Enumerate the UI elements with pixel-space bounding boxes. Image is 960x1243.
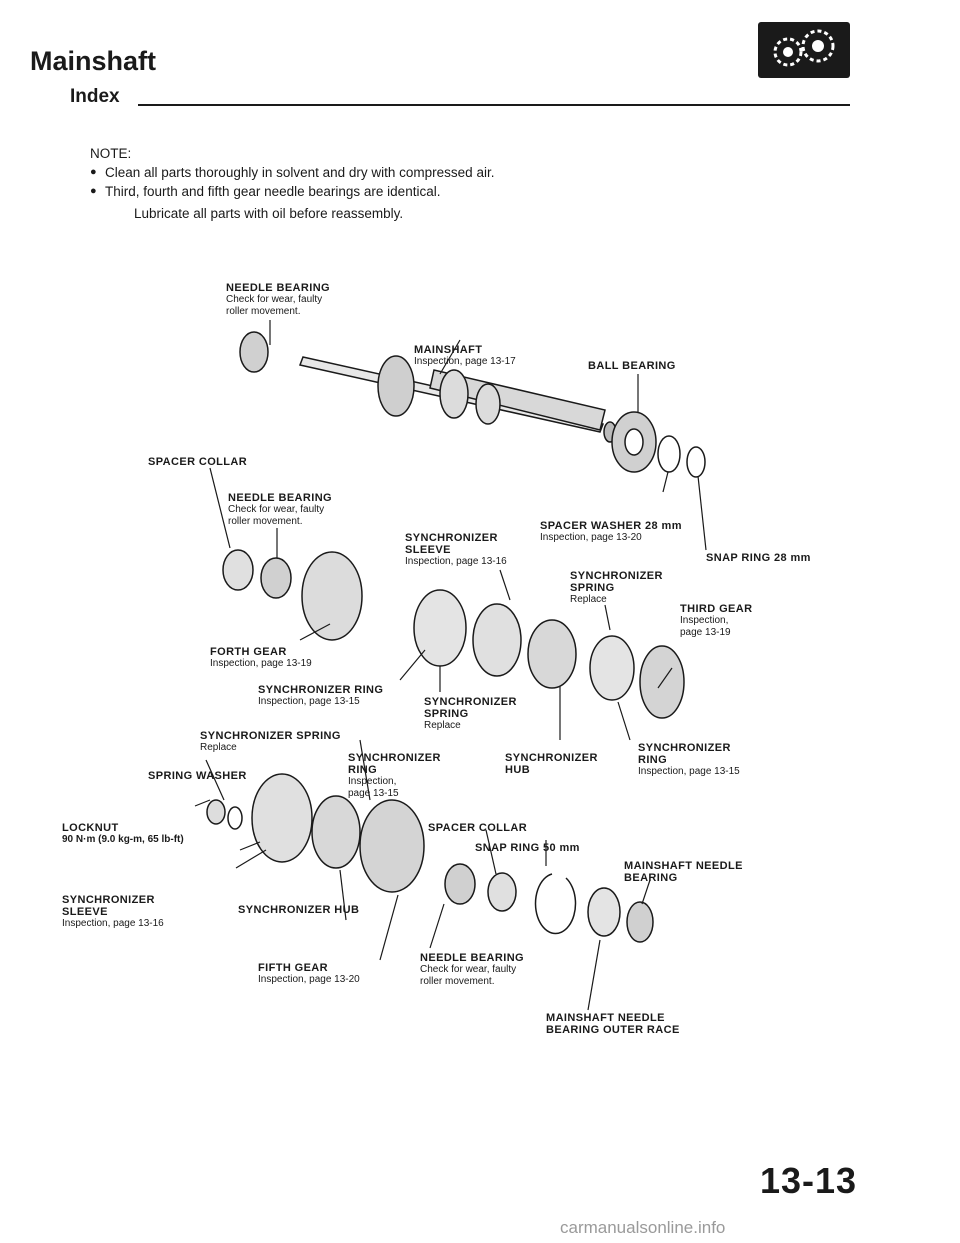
label-spacer-collar-top: SPACER COLLAR bbox=[148, 456, 248, 468]
synchro-sleeve-low-drawing bbox=[251, 773, 313, 863]
label-ball-bearing: BALL BEARING bbox=[588, 360, 676, 372]
forth-gear-drawing bbox=[301, 551, 363, 641]
needle-bearing-low-drawing bbox=[444, 863, 476, 905]
label-outer-race: MAINSHAFT NEEDLE BEARING OUTER RACE bbox=[546, 1012, 680, 1036]
outer-race-drawing bbox=[587, 887, 621, 937]
label-third-gear: THIRD GEAR Inspection, page 13-19 bbox=[680, 603, 753, 638]
note-heading: NOTE: bbox=[90, 146, 132, 161]
label-forth-gear: FORTH GEAR Inspection, page 13-19 bbox=[210, 646, 312, 669]
synchro-hub-right-drawing bbox=[527, 619, 577, 689]
label-mainshaft: MAINSHAFT Inspection, page 13-17 bbox=[414, 344, 516, 367]
label-synchro-spring-right: SYNCHRONIZER SPRING Replace bbox=[570, 570, 663, 605]
label-synchro-ring-low: SYNCHRONIZER RING Inspection, page 13-15 bbox=[348, 752, 441, 799]
label-spring-washer: SPRING WASHER bbox=[148, 770, 247, 782]
spring-washer-drawing bbox=[227, 806, 243, 830]
page-number: 13-13 bbox=[760, 1160, 858, 1201]
label-snap-ring-28: SNAP RING 28 mm bbox=[706, 552, 811, 564]
label-synchro-hub-low: SYNCHRONIZER HUB bbox=[238, 904, 360, 916]
label-synchro-ring-right: SYNCHRONIZER RING Inspection, page 13-15 bbox=[638, 742, 740, 777]
snap-ring-28-drawing bbox=[686, 446, 706, 478]
snap-ring-50-drawing bbox=[534, 873, 577, 935]
section-subtitle: Index bbox=[70, 86, 120, 107]
label-synchro-hub-right: SYNCHRONIZER HUB bbox=[505, 752, 598, 776]
page-title: Mainshaft bbox=[30, 46, 157, 76]
needle-bearing-mid-drawing bbox=[260, 557, 292, 599]
label-locknut: LOCKNUT 90 N·m (9.0 kg-m, 65 lb-ft) bbox=[62, 822, 184, 845]
synchro-hub-low-drawing bbox=[311, 795, 361, 869]
watermark: carmanualsonline.info bbox=[560, 1218, 726, 1237]
note-block: NOTE: Clean all parts thoroughly in solv… bbox=[90, 144, 494, 201]
label-synchro-spring-mid: SYNCHRONIZER SPRING Replace bbox=[424, 696, 517, 731]
lubricate-note: Lubricate all parts with oil before reas… bbox=[134, 206, 404, 221]
label-snap-ring-50: SNAP RING 50 mm bbox=[475, 842, 580, 854]
label-synchro-sleeve-mid: SYNCHRONIZER SLEEVE Inspection, page 13-… bbox=[405, 532, 507, 567]
gear-logo-icon bbox=[758, 22, 850, 78]
fifth-gear-drawing bbox=[359, 799, 425, 893]
spacer-collar-low-drawing bbox=[487, 872, 517, 912]
spacer-washer-drawing bbox=[657, 435, 681, 473]
label-fifth-gear: FIFTH GEAR Inspection, page 13-20 bbox=[258, 962, 360, 985]
label-needle-bearing-top: NEEDLE BEARING Check for wear, faulty ro… bbox=[226, 282, 330, 317]
locknut-drawing bbox=[206, 799, 226, 825]
mainshaft-needle-bearing-drawing bbox=[626, 901, 654, 943]
label-mainshaft-needle-bearing: MAINSHAFT NEEDLE BEARING bbox=[624, 860, 743, 884]
label-needle-bearing-mid: NEEDLE BEARING Check for wear, faulty ro… bbox=[228, 492, 332, 527]
synchro-sleeve-mid-drawing bbox=[472, 603, 522, 677]
label-synchro-spring-left: SYNCHRONIZER SPRING Replace bbox=[200, 730, 341, 753]
needle-bearing-top-drawing bbox=[239, 331, 269, 373]
label-spacer-collar-low: SPACER COLLAR bbox=[428, 822, 528, 834]
label-synchro-sleeve-low: SYNCHRONIZER SLEEVE Inspection, page 13-… bbox=[62, 894, 164, 929]
note-bullet-2: Third, fourth and fifth gear needle bear… bbox=[90, 182, 494, 201]
label-needle-bearing-low: NEEDLE BEARING Check for wear, faulty ro… bbox=[420, 952, 524, 987]
mainshaft-drawing bbox=[298, 355, 617, 443]
label-spacer-washer: SPACER WASHER 28 mm Inspection, page 13-… bbox=[540, 520, 682, 543]
header-rule bbox=[138, 104, 850, 106]
note-bullet-1: Clean all parts thoroughly in solvent an… bbox=[90, 163, 494, 182]
synchro-ring-right-drawing bbox=[589, 635, 635, 701]
label-synchro-ring-mid: SYNCHRONIZER RING Inspection, page 13-15 bbox=[258, 684, 384, 707]
spacer-collar-top-drawing bbox=[222, 549, 254, 591]
